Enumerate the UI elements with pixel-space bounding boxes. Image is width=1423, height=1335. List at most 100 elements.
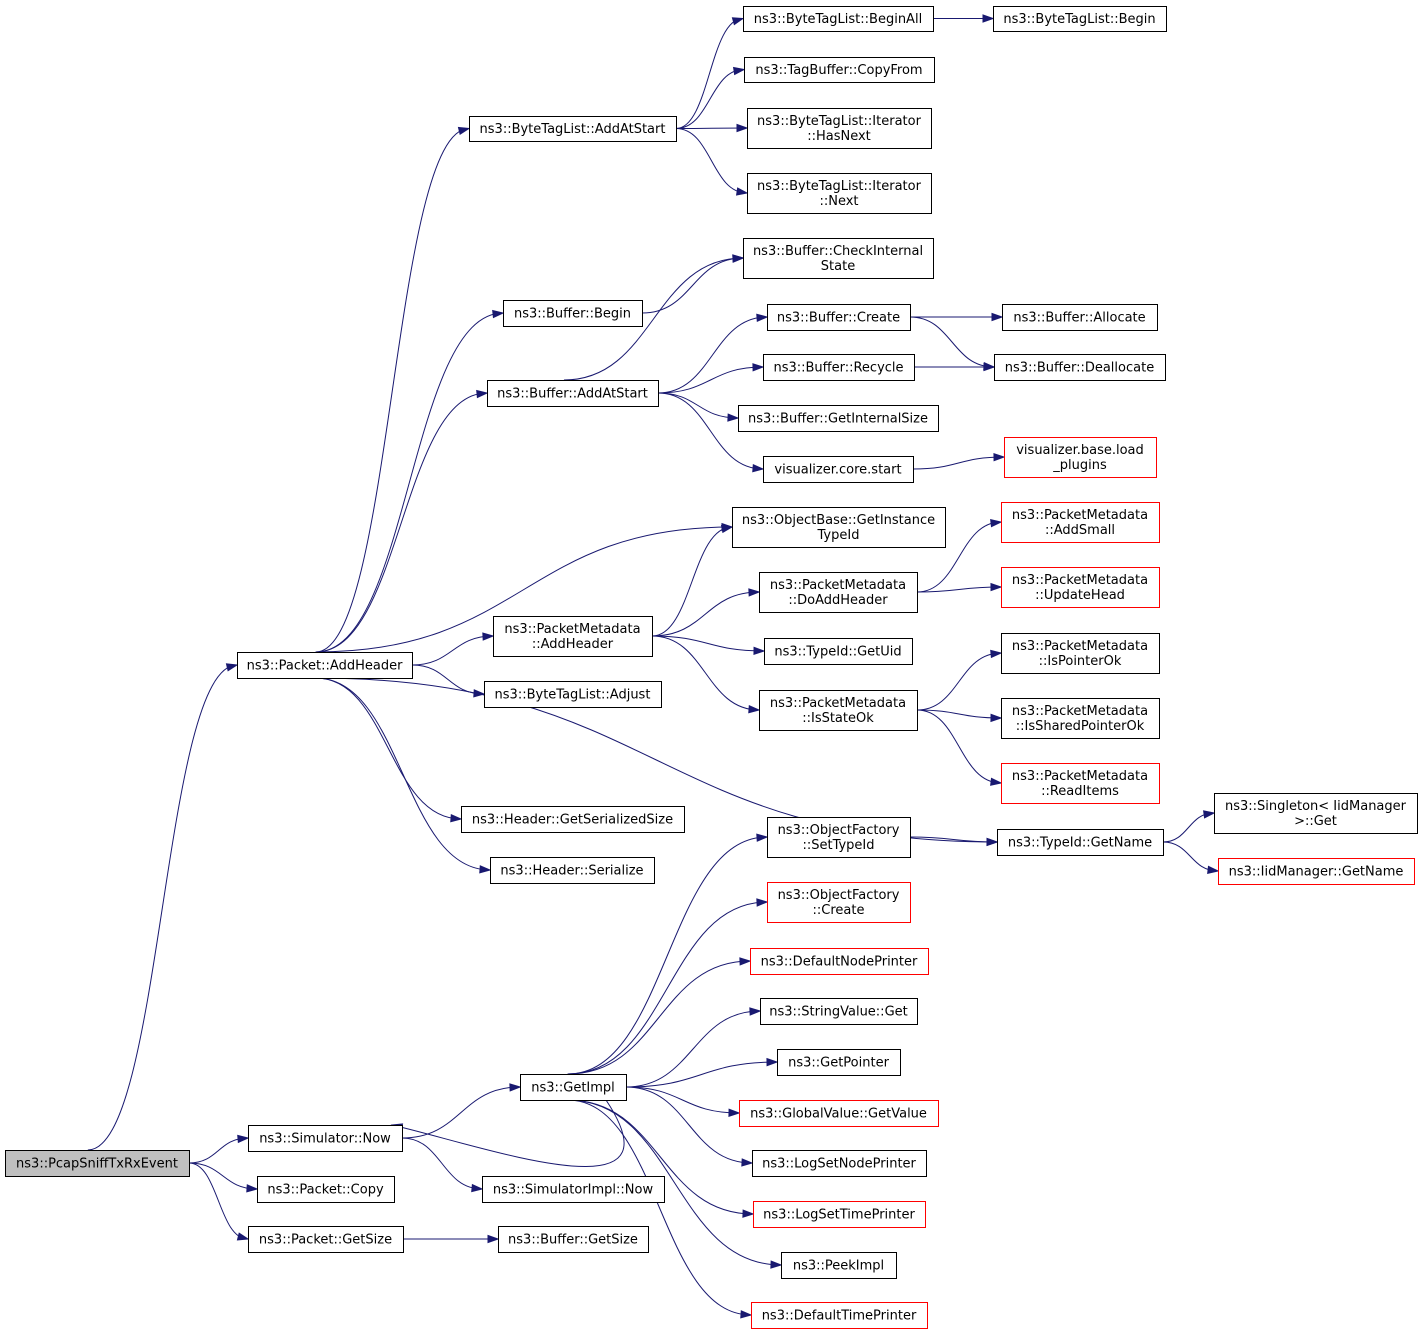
node-label: ns3::ByteTagList::Adjust (495, 688, 651, 703)
node-label: ::Next (819, 194, 858, 209)
edge-buf-create-to-buf-deallocate (909, 316, 996, 371)
node-label: ns3::ByteTagList::AddAtStart (480, 122, 666, 137)
node-pm-ispointerok[interactable]: ns3::PacketMetadata::IsPointerOk (1001, 633, 1160, 674)
node-vis-core-start[interactable]: visualizer.core.start (763, 456, 914, 483)
node-btl-it-next[interactable]: ns3::ByteTagList::Iterator::Next (747, 173, 932, 214)
node-of-create[interactable]: ns3::ObjectFactory::Create (767, 882, 911, 923)
node-label: ns3::PacketMetadata (1012, 639, 1148, 654)
node-label: ns3::TypeId::GetUid (774, 645, 901, 660)
node-pm-addheader[interactable]: ns3::PacketMetadata::AddHeader (493, 616, 653, 657)
node-getimpl[interactable]: ns3::GetImpl (520, 1074, 627, 1101)
edge-btl-addatstart-to-btl-beginall (675, 17, 745, 129)
node-buf-begin[interactable]: ns3::Buffer::Begin (503, 300, 643, 327)
edge-getimpl-to-of-create (567, 898, 769, 1075)
node-label: ns3::PacketMetadata (770, 696, 906, 711)
node-defaultnodeprinter[interactable]: ns3::DefaultNodePrinter (750, 948, 929, 975)
edge-pcap-to-pkt-getsize (188, 1162, 250, 1241)
node-btl-it-hasnext[interactable]: ns3::ByteTagList::Iterator::HasNext (747, 108, 932, 149)
node-pm-doaddheader[interactable]: ns3::PacketMetadata::DoAddHeader (759, 572, 918, 613)
edge-buf-addatstart-to-buf-create (657, 313, 769, 394)
node-label: ns3::Buffer::Begin (514, 307, 631, 322)
node-btl-beginall[interactable]: ns3::ByteTagList::BeginAll (743, 6, 934, 32)
node-stringvalue-get[interactable]: ns3::StringValue::Get (760, 998, 918, 1025)
node-pm-readitems[interactable]: ns3::PacketMetadata::ReadItems (1001, 763, 1160, 804)
node-simimpl-now[interactable]: ns3::SimulatorImpl::Now (482, 1176, 665, 1203)
edge-vis-core-start-to-vis-base-load (912, 452, 1006, 470)
node-of-settypeid[interactable]: ns3::ObjectFactory::SetTypeId (767, 817, 911, 858)
node-label: ns3::Buffer::Deallocate (1005, 361, 1154, 376)
edge-btl-addatstart-to-btl-it-hasnext (675, 123, 749, 133)
node-buf-create[interactable]: ns3::Buffer::Create (767, 304, 911, 331)
node-buf-deallocate[interactable]: ns3::Buffer::Deallocate (994, 354, 1166, 381)
node-singleton-get[interactable]: ns3::Singleton< IidManager>::Get (1214, 793, 1418, 834)
edge-getimpl-to-peekimpl (567, 1099, 783, 1269)
edge-getimpl-to-stringvalue-get (625, 1007, 762, 1088)
node-pm-updatehead[interactable]: ns3::PacketMetadata::UpdateHead (1001, 567, 1160, 608)
edge-buf-addatstart-to-buf-checkinternal (563, 254, 745, 381)
node-buf-getinternalsize[interactable]: ns3::Buffer::GetInternalSize (738, 405, 939, 432)
node-defaulttimeprinter[interactable]: ns3::DefaultTimePrinter (751, 1302, 928, 1329)
node-btl-begin[interactable]: ns3::ByteTagList::Begin (993, 6, 1167, 32)
node-label: ns3::DefaultTimePrinter (762, 1309, 917, 1324)
edge-pkt-addheader-to-hdr-serialize (315, 677, 492, 874)
node-sim-now[interactable]: ns3::Simulator::Now (248, 1125, 403, 1152)
node-label: ns3::IidManager::GetName (1229, 865, 1404, 880)
function-nodes: ns3::PcapSniffTxRxEvent ns3::Packet::AddH… (5, 6, 1418, 1329)
edge-pkt-addheader-to-buf-begin (315, 309, 505, 653)
node-pm-isstateok[interactable]: ns3::PacketMetadata::IsStateOk (759, 690, 918, 731)
node-label: ns3::Buffer::AddAtStart (497, 387, 648, 402)
node-pm-issharedpointerok[interactable]: ns3::PacketMetadata::IsSharedPointerOk (1001, 698, 1160, 739)
node-pkt-addheader[interactable]: ns3::Packet::AddHeader (237, 652, 413, 679)
node-vis-base-load[interactable]: visualizer.base.load_plugins (1004, 437, 1157, 478)
node-peekimpl[interactable]: ns3::PeekImpl (781, 1252, 897, 1279)
edge-pm-doaddheader-to-pm-addsmall (916, 519, 1003, 593)
edge-pkt-addheader-to-btl-adjust (411, 664, 486, 698)
node-label: ns3::Buffer::Recycle (773, 361, 903, 376)
node-logsetnodeprinter[interactable]: ns3::LogSetNodePrinter (752, 1150, 927, 1177)
node-typeid-getname[interactable]: ns3::TypeId::GetName (997, 829, 1164, 856)
edge-pm-addheader-to-ob-getinstancetypeid (651, 524, 734, 637)
edge-getimpl-to-defaultnodeprinter (567, 957, 752, 1075)
node-pcap[interactable]: ns3::PcapSniffTxRxEvent (5, 1150, 190, 1177)
node-btl-addatstart[interactable]: ns3::ByteTagList::AddAtStart (469, 116, 677, 142)
node-label: ns3::Buffer::GetSize (508, 1233, 638, 1248)
node-label: ns3::ObjectFactory (778, 888, 900, 903)
node-pm-addsmall[interactable]: ns3::PacketMetadata::AddSmall (1001, 502, 1160, 543)
node-label: ns3::Packet::Copy (267, 1183, 384, 1198)
node-buf-getsize[interactable]: ns3::Buffer::GetSize (498, 1226, 649, 1253)
edge-getimpl-to-logsetnodeprinter (625, 1086, 754, 1167)
node-hdr-serialsize[interactable]: ns3::Header::GetSerializedSize (461, 806, 685, 833)
edge-pm-doaddheader-to-pm-updatehead (916, 582, 1003, 593)
edge-pkt-addheader-to-hdr-serialsize (315, 677, 463, 823)
node-buf-recycle[interactable]: ns3::Buffer::Recycle (763, 354, 915, 381)
node-typeid-getuid[interactable]: ns3::TypeId::GetUid (764, 638, 913, 665)
node-label: ns3::Simulator::Now (259, 1132, 391, 1147)
node-pkt-copy[interactable]: ns3::Packet::Copy (257, 1176, 395, 1203)
node-label: ns3::Packet::GetSize (259, 1233, 392, 1248)
edge-btl-beginall-to-btl-begin (933, 14, 995, 23)
node-pkt-getsize[interactable]: ns3::Packet::GetSize (248, 1226, 404, 1253)
node-label: ns3::Header::GetSerializedSize (472, 813, 673, 828)
node-label: ::IsStateOk (802, 711, 874, 726)
node-iidmanager-getname[interactable]: ns3::IidManager::GetName (1218, 858, 1415, 885)
node-label: ns3::GetImpl (531, 1081, 615, 1096)
node-getpointer[interactable]: ns3::GetPointer (777, 1049, 901, 1076)
node-globalvalue-getvalue[interactable]: ns3::GlobalValue::GetValue (739, 1100, 939, 1127)
node-buf-allocate[interactable]: ns3::Buffer::Allocate (1002, 304, 1158, 331)
node-label: ns3::ByteTagList::BeginAll (754, 12, 922, 27)
edge-typeid-getname-to-iidmanager-getname (1162, 841, 1220, 874)
node-tb-copyfrom[interactable]: ns3::TagBuffer::CopyFrom (744, 57, 935, 83)
node-logsettimeprinter[interactable]: ns3::LogSetTimePrinter (753, 1201, 926, 1228)
edge-pkt-addheader-to-pm-addheader (411, 632, 495, 666)
edge-buf-addatstart-to-buf-getinternalsize (657, 392, 740, 422)
node-label: ns3::PacketMetadata (1012, 573, 1148, 588)
edge-getimpl-to-sim-now (390, 1099, 625, 1167)
node-buf-addatstart[interactable]: ns3::Buffer::AddAtStart (487, 380, 659, 407)
edge-getimpl-to-getpointer (625, 1057, 779, 1088)
node-label: visualizer.core.start (774, 463, 901, 478)
node-btl-adjust[interactable]: ns3::ByteTagList::Adjust (484, 681, 662, 708)
node-hdr-serialize[interactable]: ns3::Header::Serialize (490, 857, 655, 884)
node-label: ::IsSharedPointerOk (1016, 719, 1145, 734)
